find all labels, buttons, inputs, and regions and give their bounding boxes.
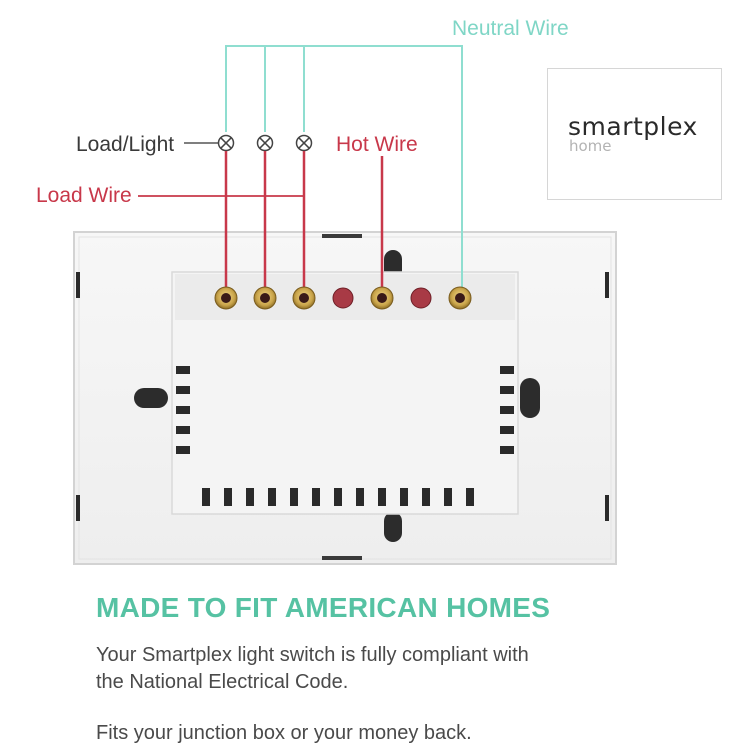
load-wires [138, 151, 306, 290]
load-light-label: Load/Light [76, 133, 174, 156]
logo-sub: home [569, 137, 612, 155]
compliance-line-2: the National Electrical Code. [96, 671, 349, 693]
terminals [214, 286, 472, 310]
compliance-line-1: Your Smartplex light switch is fully com… [96, 644, 529, 666]
guarantee-paragraph: Fits your junction box or your money bac… [96, 722, 472, 744]
logo-name: smartplex [568, 112, 698, 141]
neutral-wire [225, 45, 463, 290]
mount-slot-bottom [384, 512, 402, 542]
brand-logo: smartplex home [547, 68, 722, 200]
wiring-diagram: Neutral Wire Load/Light Hot Wire Load Wi… [36, 17, 617, 565]
headline: MADE TO FIT AMERICAN HOMES [96, 592, 551, 623]
hot-wire-label: Hot Wire [336, 133, 418, 156]
neutral-wire-label: Neutral Wire [452, 17, 569, 40]
junction-nodes [217, 134, 313, 152]
compliance-paragraph: Your Smartplex light switch is fully com… [96, 642, 656, 696]
mount-slot-right [520, 378, 540, 418]
load-wire-label: Load Wire [36, 184, 132, 207]
mount-slot-left [134, 388, 168, 408]
